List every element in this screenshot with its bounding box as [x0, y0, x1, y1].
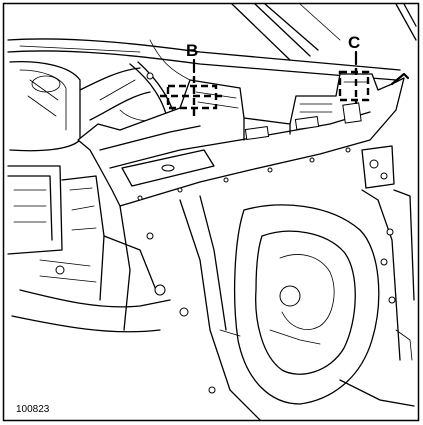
figure-reference-number: 100823: [16, 404, 50, 415]
callout-c-dashed-box: [338, 70, 370, 102]
callout-b: B: [160, 41, 222, 116]
engine-bay-left: [7, 165, 171, 333]
callout-b-label: B: [186, 41, 198, 60]
callout-c: C: [338, 33, 370, 104]
wheel-arch-structure: [179, 189, 415, 421]
cross-member-bracket: [77, 72, 410, 207]
callout-c-label: C: [348, 33, 360, 52]
